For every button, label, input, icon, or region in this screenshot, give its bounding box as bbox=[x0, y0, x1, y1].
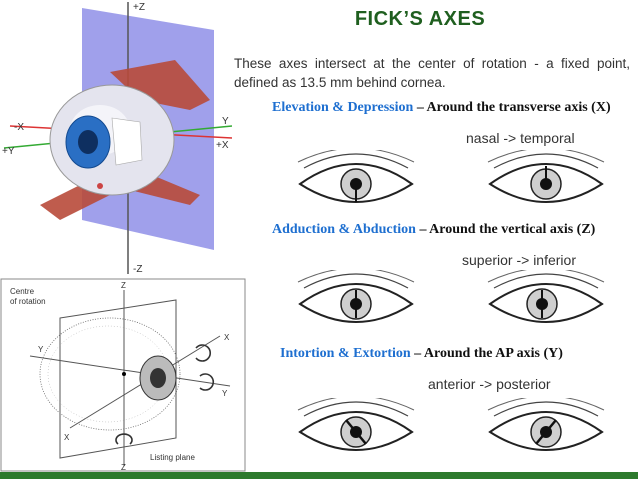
motion-heading-adduction: Adduction & Abduction – Around the verti… bbox=[272, 222, 596, 237]
axis-label: -X bbox=[14, 122, 24, 133]
svg-text:Y: Y bbox=[38, 345, 44, 354]
label-listing-plane: Listing plane bbox=[150, 453, 195, 462]
eye-drawing-adduction-left bbox=[297, 270, 415, 323]
listing-plane-shape bbox=[59, 299, 177, 459]
rotation-arrow-icon bbox=[115, 433, 133, 445]
intro-text: These axes intersect at the center of ro… bbox=[234, 56, 630, 90]
direction-label: anterior -> posterior bbox=[428, 376, 551, 392]
label-centre: of rotation bbox=[10, 297, 46, 306]
svg-text:X: X bbox=[224, 333, 230, 342]
pupil-shape bbox=[78, 130, 98, 154]
eye-drawing-adduction-right bbox=[487, 270, 605, 323]
svg-text:Z: Z bbox=[121, 281, 126, 290]
svg-text:Z: Z bbox=[121, 463, 126, 472]
direction-label: superior -> inferior bbox=[462, 252, 576, 268]
eye-drawing-intortion-left bbox=[297, 398, 415, 451]
axis-label: +Y bbox=[2, 146, 15, 157]
page-title: FICK’S AXES bbox=[354, 8, 486, 30]
svg-text:X: X bbox=[64, 433, 70, 442]
footer-strip bbox=[0, 472, 638, 479]
axis-label: +X bbox=[216, 140, 229, 151]
eye-drawing-elevation-left bbox=[297, 150, 415, 203]
direction-label: nasal -> temporal bbox=[466, 130, 575, 146]
axis-label: Y bbox=[222, 116, 229, 127]
svg-text:Y: Y bbox=[222, 389, 228, 398]
axis-label: -Z bbox=[133, 264, 142, 275]
eye-axes-3d-figure: +Z -Z -X +Y +X Y bbox=[0, 0, 232, 276]
eye-drawing-intortion-right bbox=[487, 398, 605, 451]
rotation-arrow-icon bbox=[195, 344, 211, 362]
motion-heading-intortion: Intortion & Extortion – Around the AP ax… bbox=[280, 346, 563, 361]
listing-plane-figure: Centre of rotation Z Z X Y Y X Listing p… bbox=[0, 278, 246, 472]
axis-label: +Z bbox=[133, 2, 145, 13]
label-centre: Centre bbox=[10, 287, 35, 296]
eye-drawing-elevation-right bbox=[487, 150, 605, 203]
rotation-arrow-icon bbox=[199, 373, 215, 391]
motion-heading-elevation: Elevation & Depression – Around the tran… bbox=[272, 100, 611, 115]
